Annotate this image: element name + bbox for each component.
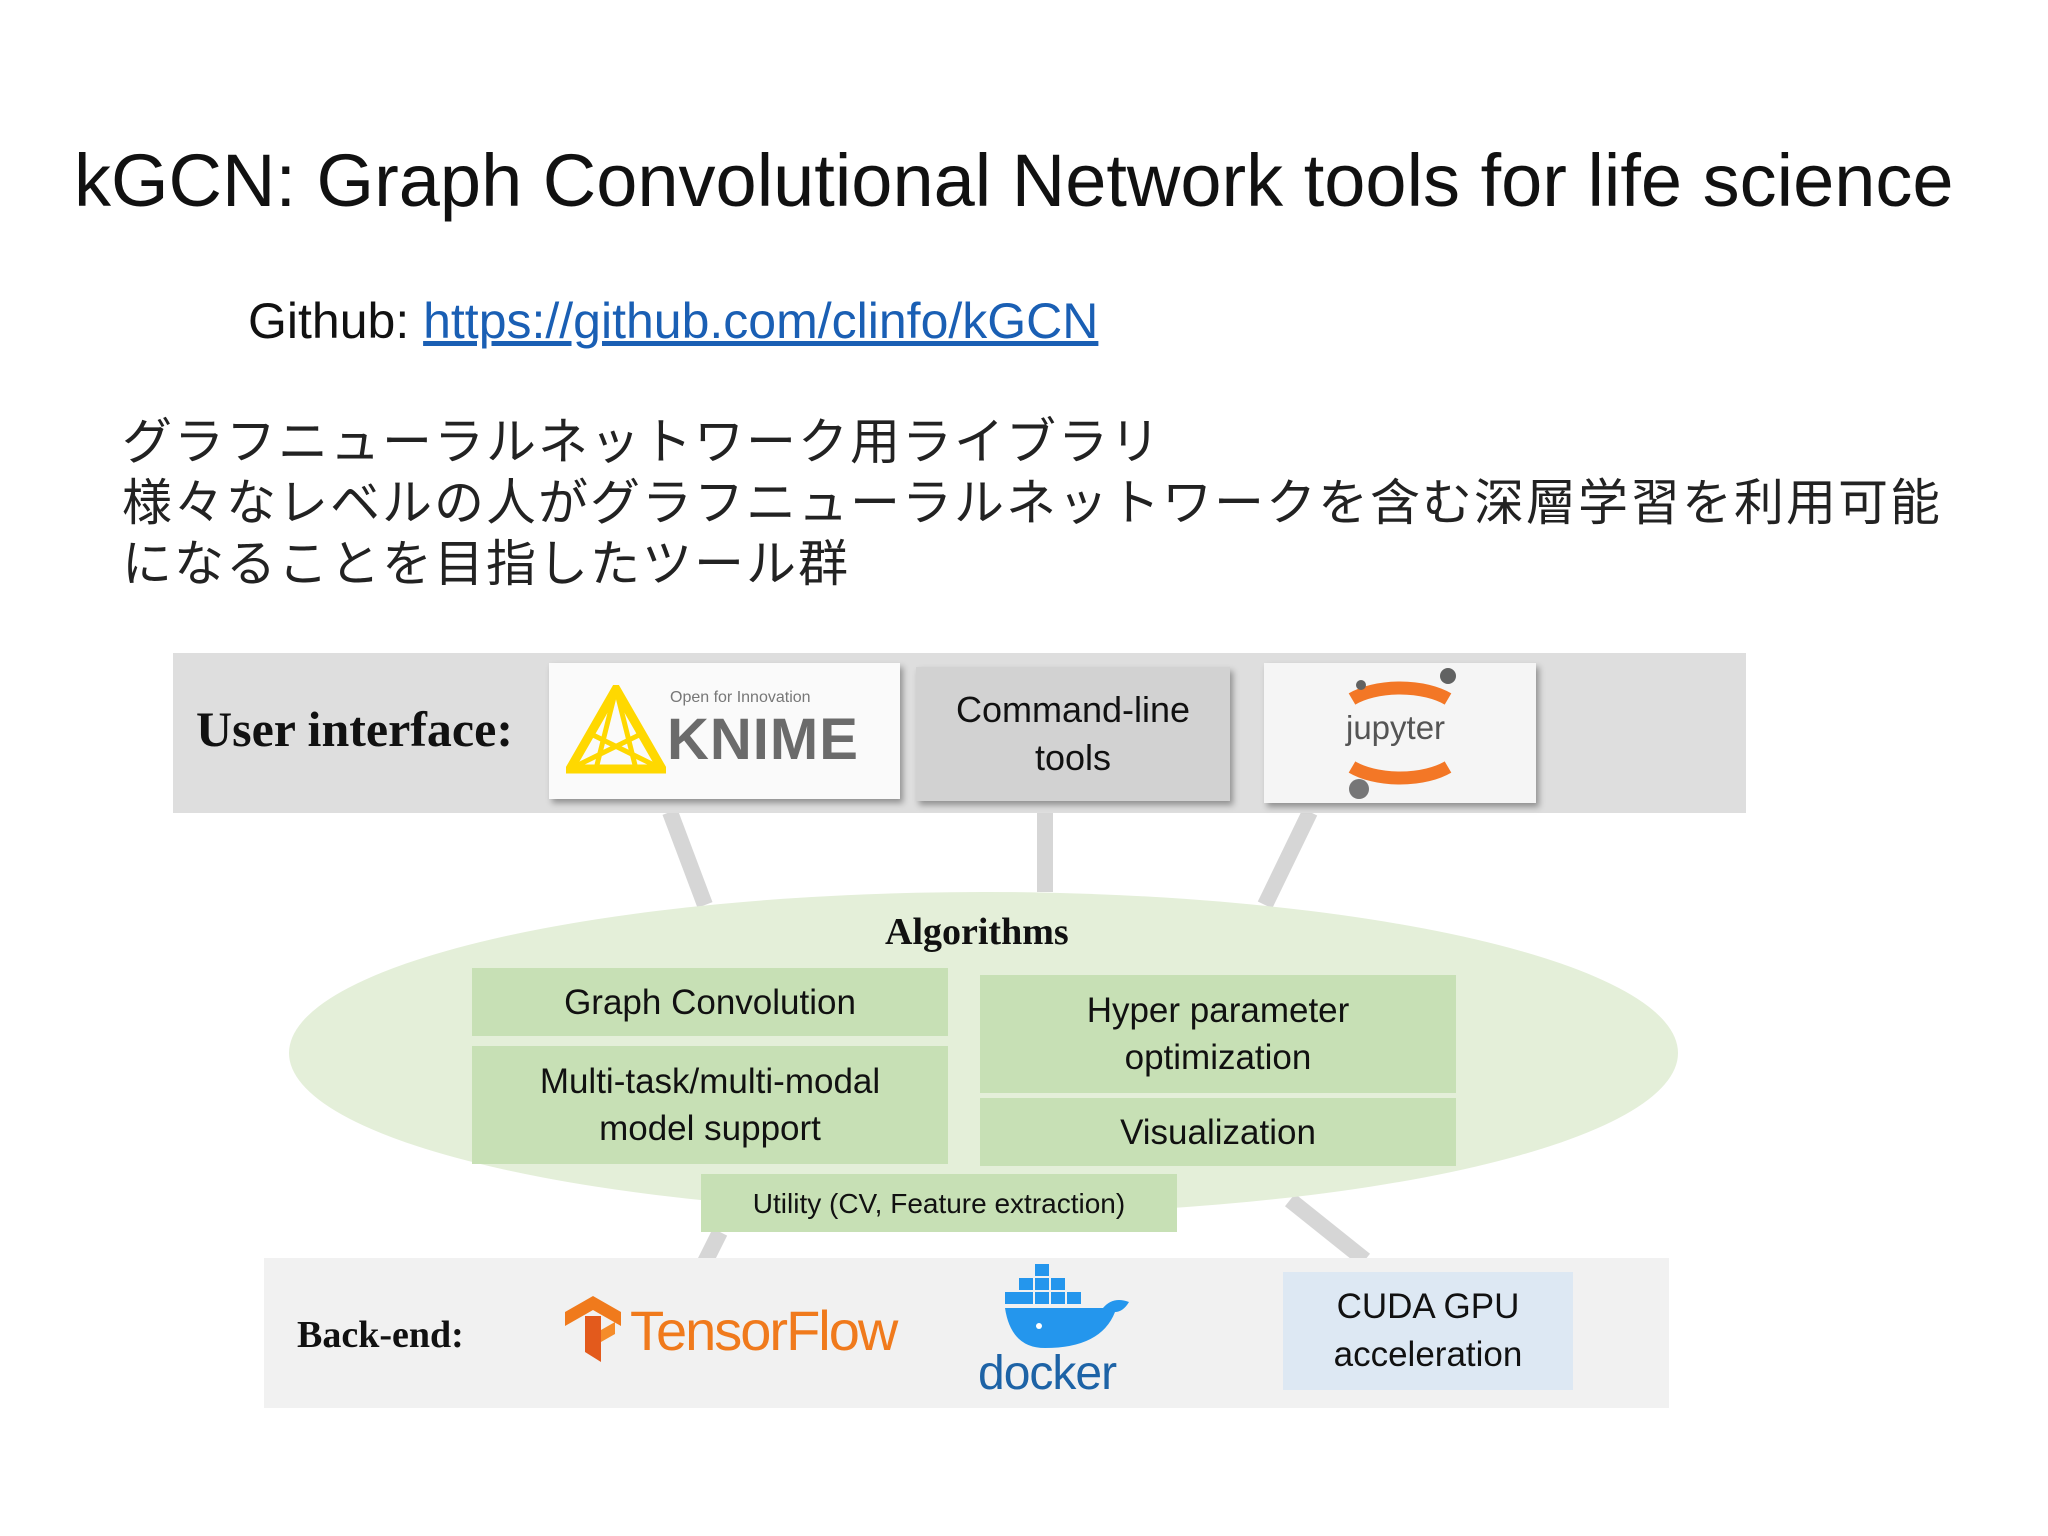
jupyter-logo-icon [1348,668,1456,799]
backend-label: Back-end: [297,1314,464,1356]
cuda-line-2: acceleration [1333,1335,1523,1374]
japanese-description: グラフニューラルネットワーク用ライブラリ 様々なレベルの人がグラフニューラルネッ… [122,412,1942,595]
docker-whale-icon [1005,1264,1129,1348]
connector-tensorflow [697,1228,728,1266]
knime-card [549,663,900,799]
visualization-box: Visualization [980,1098,1456,1166]
jupyter-card [1264,663,1536,803]
tensorflow-name: TensorFlow [630,1299,898,1362]
cuda-line-1: CUDA GPU [1336,1287,1520,1326]
connector-knime [662,809,713,908]
slide-title: kGCN: Graph Convolutional Network tools … [74,139,1954,222]
visualization-label: Visualization [1120,1112,1316,1152]
cuda-box: CUDA GPU acceleration [1283,1272,1573,1390]
multitask-box: Multi-task/multi-modal model support [472,1046,948,1164]
github-line: Github: https://github.com/clinfo/kGCN [248,292,1098,350]
description-line-2: 様々なレベルの人がグラフニューラルネットワークを含む深層学習を利用可能 [122,474,1942,532]
utility-label: Utility (CV, Feature extraction) [752,1187,1126,1219]
graph-convolution-label: Graph Convolution [564,982,856,1022]
docker-name: docker [978,1347,1117,1400]
multitask-line-1: Multi-task/multi-modal [539,1062,881,1101]
hyper-line-1: Hyper parameter [1086,991,1350,1030]
connector-jupyter [1257,808,1318,909]
jupyter-name: jupyter [1346,709,1446,746]
command-line-card: Command-line tools [916,667,1230,801]
tensorflow-logo-icon [565,1296,621,1362]
algorithms-title: Algorithms [885,911,1069,953]
description-line-1: グラフニューラルネットワーク用ライブラリ [122,413,1162,471]
knime-name: KNIME [667,707,859,772]
knime-tagline: Open for Innovation [670,689,811,706]
graph-convolution-box: Graph Convolution [472,968,948,1036]
description-line-3: になることを目指したツール群 [122,535,850,593]
cli-line-2: tools [1034,737,1112,778]
utility-box: Utility (CV, Feature extraction) [701,1174,1177,1232]
hyper-line-2: optimization [1124,1038,1312,1077]
multitask-line-2: model support [599,1109,821,1148]
user-interface-label: User interface: [196,701,513,757]
knime-logo-icon [566,685,666,774]
github-label: Github: [248,293,424,349]
connector-cuda [1285,1193,1370,1267]
cli-line-1: Command-line [955,689,1191,730]
hyper-parameter-box: Hyper parameter optimization [980,975,1456,1093]
github-link[interactable]: https://github.com/clinfo/kGCN [423,293,1099,349]
